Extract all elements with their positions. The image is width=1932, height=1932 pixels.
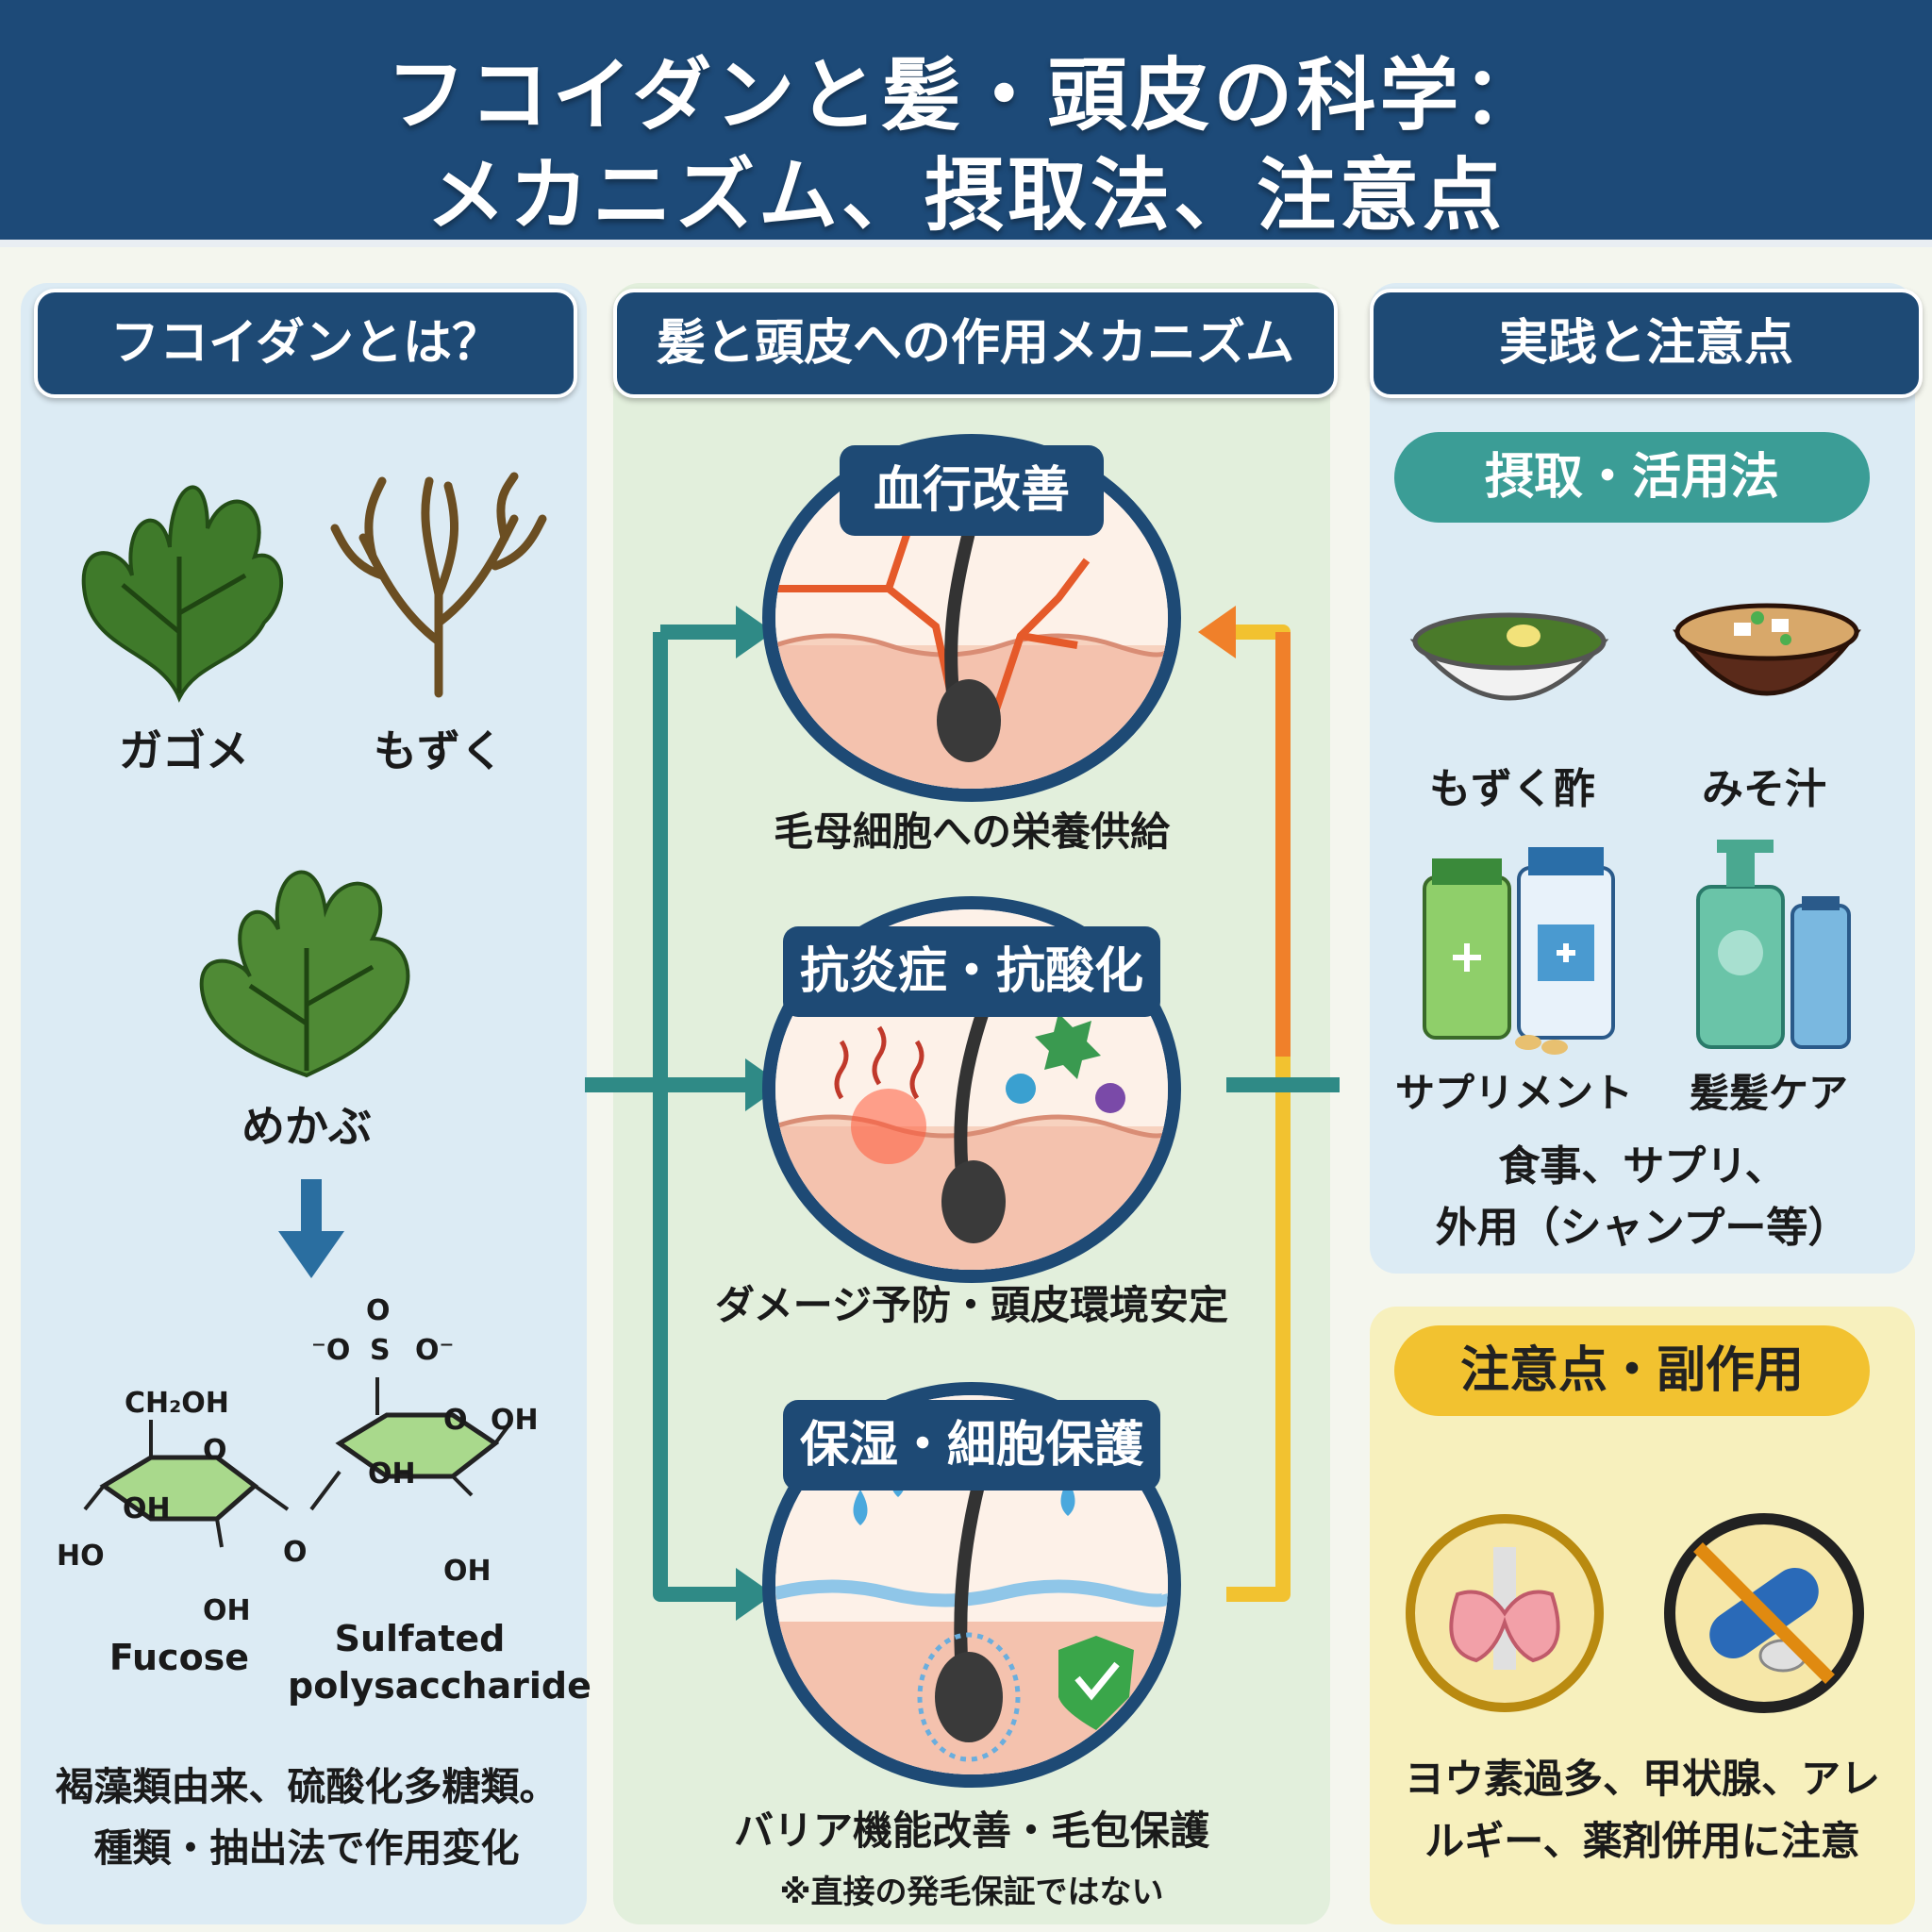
label-sulfate-o: O [366, 1294, 391, 1327]
label-ring2-oh-right: OH [491, 1404, 539, 1437]
page-title-line1: フコイダンと髪・頭皮の科学： [386, 49, 1546, 142]
heading-what-is-fucoidan: フコイダンとは？ [34, 289, 577, 398]
label-ring-o: O [203, 1434, 227, 1467]
heading-mechanism: 髪と頭皮への作用メカニズム [613, 289, 1338, 398]
down-arrow-icon [278, 1179, 344, 1278]
label-ring-oh: OH [123, 1492, 171, 1525]
label-ring2-oh-bottom: OH [443, 1555, 491, 1588]
mozuku-seaweed-icon [330, 472, 547, 698]
label-mozuku: もずく [374, 725, 504, 776]
label-ring2-oh: OH [368, 1457, 416, 1491]
caution-text-line1: ヨウ素過多、甲状腺、アレ [1404, 1756, 1880, 1802]
label-mozuku-vinegar: もずく酢 [1429, 765, 1595, 813]
label-fucose: Fucose [108, 1637, 250, 1678]
label-ring2-o: O [443, 1404, 468, 1437]
page-title-line2: メカニズム、摂取法、注意点 [425, 149, 1506, 242]
mekabu-seaweed-icon [199, 870, 410, 1078]
label-bridge-o: O [283, 1536, 308, 1569]
label-sulfate-right: O⁻ [415, 1334, 455, 1367]
fucoidan-description-line1: 褐藻類由来、硫酸化多糖類。 [55, 1764, 558, 1809]
miso-soup-bowl-icon [1673, 603, 1861, 696]
supplement-bottles-icon [1423, 847, 1615, 1055]
flow-arrows [585, 606, 1340, 1621]
subheading-caution: 注意点・副作用 [1394, 1325, 1870, 1416]
fucoidan-description-line2: 種類・抽出法で作用変化 [93, 1825, 520, 1871]
caption-moisture-protection: バリア機能改善・毛包保護 [733, 1807, 1209, 1854]
title-anti-inflammation: 抗炎症・抗酸化 [783, 926, 1160, 1017]
label-hair-care: 髪髪ケア [1689, 1070, 1848, 1116]
intake-summary-line2: 外用（シャンプー等） [1435, 1204, 1850, 1252]
disclaimer-note: ※直接の発毛保証ではない [779, 1874, 1164, 1911]
title-blood-flow: 血行改善 [840, 445, 1104, 536]
caption-blood-flow: 毛母細胞への栄養供給 [773, 808, 1170, 855]
label-bottom-oh: OH [203, 1594, 251, 1627]
subheading-intake: 摂取・活用法 [1394, 432, 1870, 523]
caution-text-line2: ルギー、薬剤併用に注意 [1424, 1818, 1860, 1864]
label-sulfated: Sulfated [334, 1618, 506, 1659]
label-supplement: サプリメント [1394, 1070, 1633, 1116]
label-polysaccharide: polysaccharide [288, 1665, 591, 1707]
label-ch2oh: CH₂OH [125, 1387, 229, 1420]
hair-care-bottles-icon [1696, 840, 1851, 1049]
caption-anti-inflammation: ダメージ予防・頭皮環境安定 [715, 1282, 1228, 1328]
intake-summary-line1: 食事、サプリ、 [1498, 1142, 1787, 1191]
label-sulfate-left: ⁻O [311, 1334, 351, 1367]
label-mekabu: めかぶ [242, 1101, 372, 1152]
title-moisture-protection: 保湿・細胞保護 [783, 1400, 1160, 1491]
label-ho: HO [57, 1540, 105, 1573]
fucoidan-structure-diagram [83, 1377, 511, 1548]
drug-interaction-prohibited-icon [1664, 1513, 1864, 1713]
header-banner: フコイダンと髪・頭皮の科学： メカニズム、摂取法、注意点 [0, 0, 1932, 247]
heading-practice: 実践と注意点 [1370, 289, 1923, 398]
gagome-seaweed-icon [81, 485, 284, 703]
label-gagome: ガゴメ [119, 725, 249, 776]
label-sulfate-s: S [370, 1334, 391, 1367]
thyroid-icon [1406, 1514, 1604, 1712]
label-miso-soup: みそ汁 [1702, 765, 1826, 813]
mozuku-vinegar-bowl-icon [1409, 612, 1609, 701]
